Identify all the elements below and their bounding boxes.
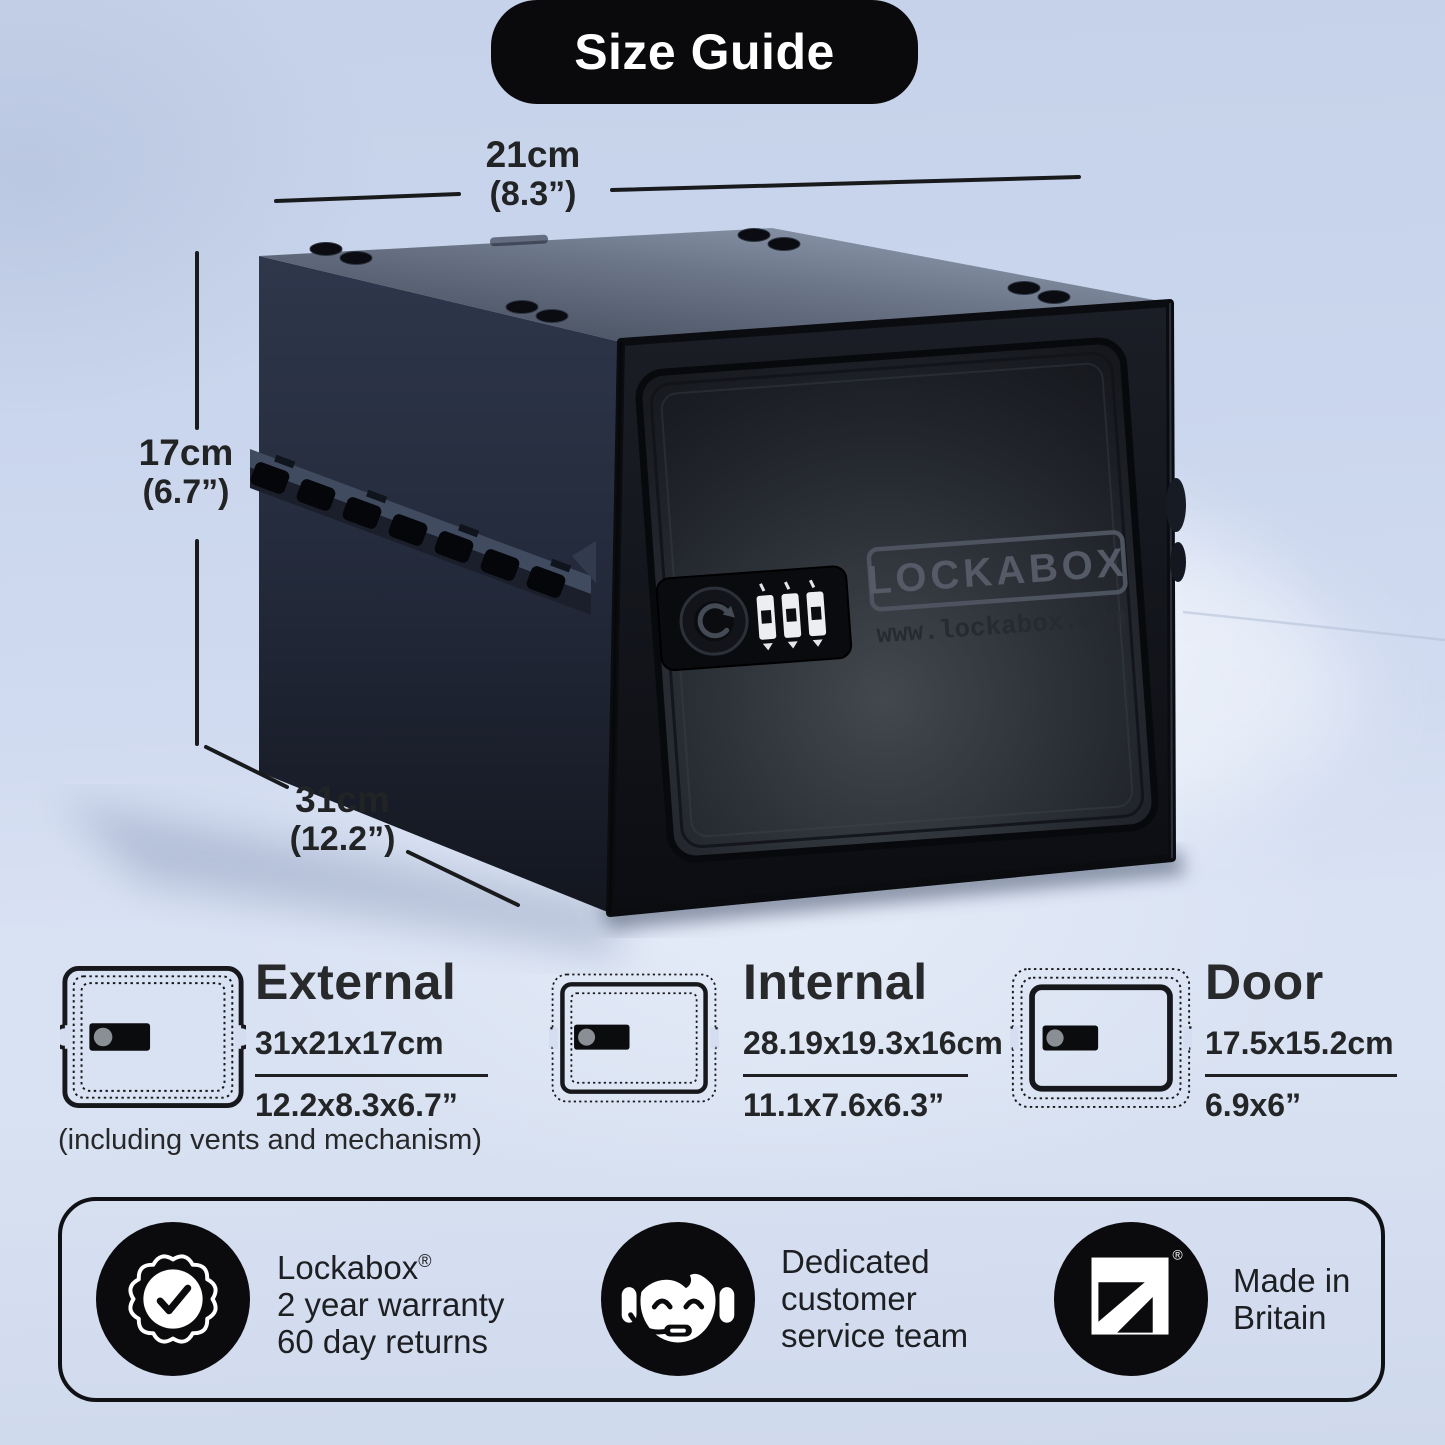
customer-service-feature: Dedicated customer service team (781, 1243, 968, 1354)
page-title: Size Guide (574, 24, 835, 80)
latch-bump (1166, 478, 1186, 532)
box-top-face (259, 228, 1170, 342)
height-cm: 17cm (138, 432, 234, 473)
divider (743, 1073, 968, 1077)
customer-service-icon (599, 1220, 757, 1378)
spec-external: External 31x21x17cm 12.2x8.3x6.7” (255, 956, 505, 1124)
frame-edge-highlight (1169, 302, 1173, 859)
lock-dials (756, 579, 827, 651)
made-in-britain-feature: Made in Britain (1233, 1262, 1350, 1336)
spec-door: Door 17.5x15.2cm 6.9x6” (1205, 956, 1405, 1124)
frame-seam (608, 341, 623, 914)
feature-line: Dedicated (781, 1243, 930, 1280)
feature-line: 60 day returns (277, 1323, 488, 1360)
warranty-feature: Lockabox® 2 year warranty 60 day returns (277, 1243, 504, 1360)
spec-title: Internal (743, 954, 928, 1010)
spec-internal: Internal 28.19x19.3x16cm 11.1x7.6x6.3” (743, 956, 1003, 1124)
made-in-britain-icon: ® (1052, 1220, 1210, 1378)
spec-imperial: 12.2x8.3x6.7” (255, 1086, 458, 1123)
feature-line: Britain (1233, 1299, 1327, 1336)
height-inches: (6.7”) (142, 473, 230, 512)
divider (255, 1073, 488, 1077)
dimension-width-label: 21cm (8.3”) (413, 134, 653, 214)
features-bar (58, 1197, 1385, 1402)
door-dimensions-icon (1001, 964, 1201, 1112)
wall-floor-line (1182, 610, 1445, 642)
top-emboss-mark (490, 234, 549, 247)
spec-metric: 17.5x15.2cm (1205, 1024, 1394, 1061)
box-door (635, 337, 1159, 863)
vent-band (250, 449, 596, 615)
internal-dimensions-icon (541, 964, 727, 1112)
size-guide-badge: Size Guide (491, 0, 918, 104)
box-left-face (259, 256, 621, 913)
dimension-lines (195, 175, 1081, 907)
external-note: (including vents and mechanism) (58, 1124, 482, 1156)
spec-metric: 28.19x19.3x16cm (743, 1024, 1003, 1061)
feature-line: Lockabox® (277, 1249, 432, 1286)
feature-line: customer (781, 1280, 917, 1317)
spec-metric: 31x21x17cm (255, 1024, 444, 1061)
brand-plate (866, 530, 1128, 612)
lock-knob-arrowhead (722, 605, 735, 618)
depth-inches: (12.2”) (289, 820, 396, 859)
spec-title: External (255, 954, 457, 1010)
spec-imperial: 6.9x6” (1205, 1086, 1302, 1123)
spec-imperial: 11.1x7.6x6.3” (743, 1086, 945, 1123)
box-shadow (60, 800, 622, 958)
lock-knob-arrow (697, 603, 730, 639)
dimension-height-label: 17cm (6.7”) (86, 432, 286, 512)
feature-line: Made in (1233, 1262, 1351, 1299)
width-cm: 21cm (485, 134, 581, 175)
external-dimensions-icon (52, 963, 254, 1111)
depth-cm: 31cm (295, 779, 390, 820)
feature-line: service team (781, 1317, 969, 1354)
latch-bump (1170, 542, 1186, 582)
logo-registered-mark: ® (1172, 1247, 1182, 1263)
feature-line: 2 year warranty (277, 1286, 505, 1323)
spec-title: Door (1205, 954, 1324, 1010)
warranty-badge-icon (94, 1220, 252, 1378)
dimension-depth-label: 31cm (12.2”) (240, 779, 445, 859)
divider (1205, 1073, 1397, 1077)
width-inches: (8.3”) (489, 175, 577, 214)
top-feet (309, 228, 1071, 323)
